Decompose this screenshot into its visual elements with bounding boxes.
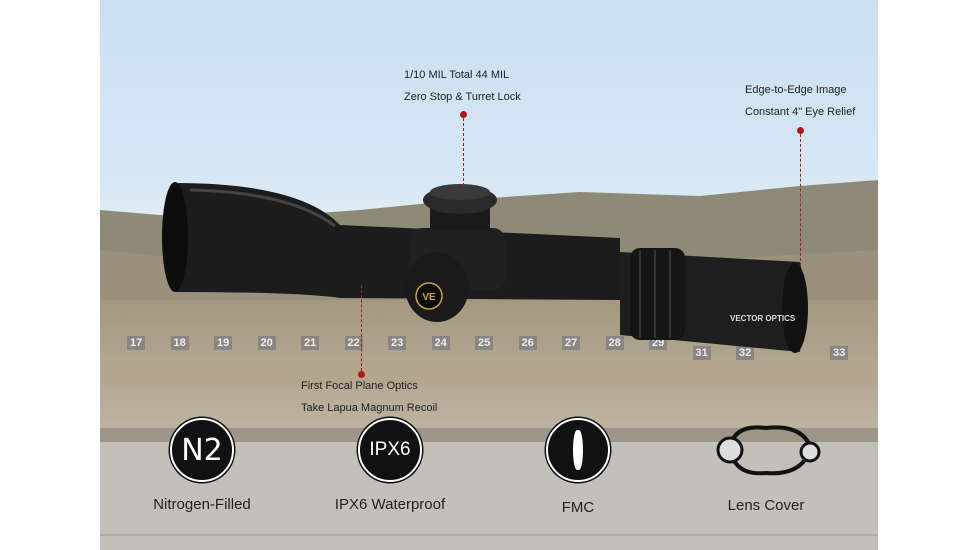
logo-icon	[415, 282, 443, 310]
feature-label: Lens Cover	[727, 497, 805, 514]
feature-fmc: FMC	[498, 418, 658, 516]
eyepiece-leader	[800, 134, 801, 266]
target-number: 23	[388, 336, 407, 350]
feature-label: IPX6 Waterproof	[334, 496, 446, 513]
optics-pin	[358, 371, 365, 378]
feature-label: Nitrogen-Filled	[153, 496, 251, 513]
waterproof-icon: IPX6	[358, 418, 422, 482]
target-number: 18	[170, 336, 189, 350]
target-number: 17	[127, 336, 146, 350]
feature-label: FMC	[561, 499, 595, 516]
callout-line: 1/10 MIL Total 44 MIL	[404, 69, 510, 81]
target-number: 32	[736, 346, 755, 360]
rifle-scope: VE VECTOR OPTICS	[162, 182, 808, 353]
target-number: 24	[431, 336, 450, 350]
scope-brand: VECTOR OPTICS	[730, 314, 796, 323]
target-number: 27	[562, 336, 581, 350]
optics-callout: First Focal Plane Optics Take Lapua Magn…	[301, 375, 437, 419]
optics-leader	[361, 285, 362, 371]
target-number: 19	[214, 336, 233, 350]
target-number: 22	[344, 336, 363, 350]
lens-cover-icon	[716, 425, 821, 476]
feature-waterproof: IPX6 IPX6 Waterproof	[310, 418, 470, 513]
lens-icon	[546, 418, 610, 482]
feature-nitrogen: N2 Nitrogen-Filled	[122, 418, 282, 513]
callout-line: Constant 4" Eye Relief	[745, 106, 856, 118]
turret-pin	[460, 111, 467, 118]
callout-line: Zero Stop & Turret Lock	[404, 91, 521, 103]
eyepiece-pin	[797, 127, 804, 134]
callout-line: First Focal Plane Optics	[301, 380, 418, 392]
target-number: 28	[605, 336, 624, 350]
callout-line: Edge-to-Edge Image	[745, 84, 847, 96]
target-number: 33	[830, 346, 849, 360]
target-number: 20	[257, 336, 276, 350]
nitrogen-icon: N2	[170, 418, 234, 482]
target-number: 25	[475, 336, 494, 350]
target-number: 31	[692, 346, 711, 360]
feature-lens-cover: Lens Cover	[686, 418, 846, 514]
target-number: 26	[518, 336, 537, 350]
scope-logo: VE	[422, 292, 436, 303]
turret-leader	[463, 118, 464, 186]
turret-callout: 1/10 MIL Total 44 MIL Zero Stop & Turret…	[404, 64, 521, 108]
target-number: 21	[301, 336, 320, 350]
callout-line: Take Lapua Magnum Recoil	[301, 402, 438, 414]
eyepiece-callout: Edge-to-Edge Image Constant 4" Eye Relie…	[745, 79, 855, 123]
